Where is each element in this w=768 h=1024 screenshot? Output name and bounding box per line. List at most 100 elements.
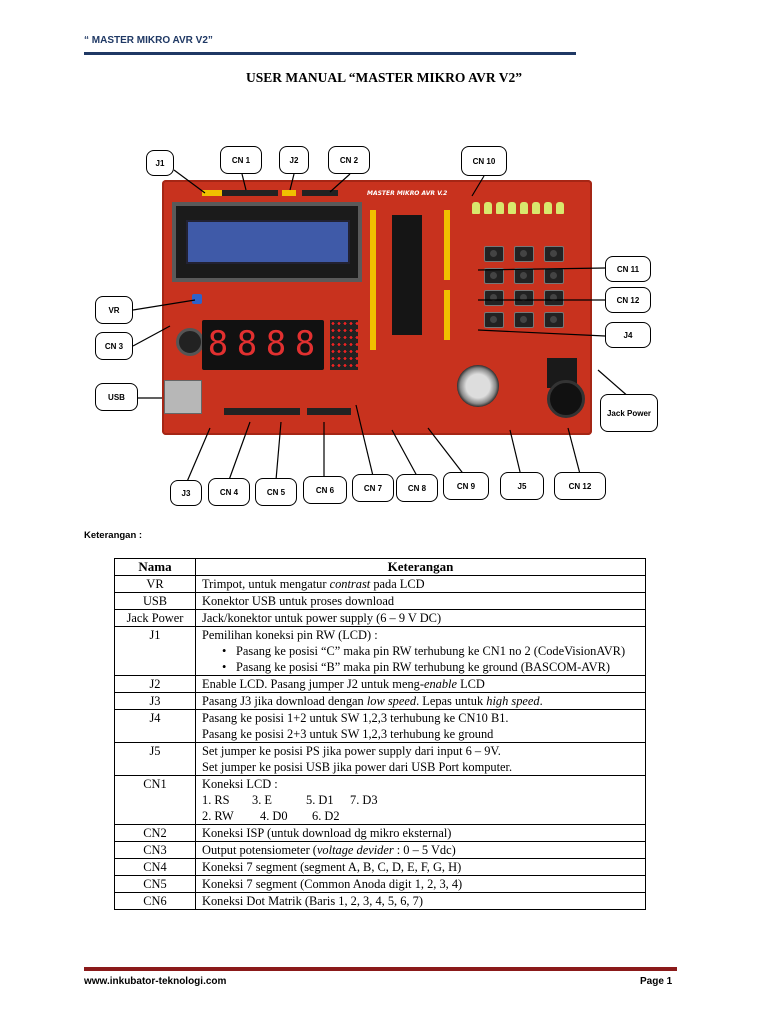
- row-name: J2: [114, 675, 196, 693]
- desc-text: : 0 – 5 Vdc): [393, 843, 456, 857]
- row-desc: Konektor USB untuk proses download: [195, 592, 646, 610]
- j2-header: [282, 190, 296, 196]
- footer-url: www.inkubator-teknologi.com: [84, 976, 227, 987]
- row-name: CN1: [114, 775, 196, 825]
- desc-emphasis: voltage devider: [316, 843, 394, 857]
- row-name: CN4: [114, 858, 196, 876]
- row-desc: Set jumper ke posisi PS jika power suppl…: [195, 742, 646, 776]
- j1-header: [202, 190, 226, 196]
- led: [484, 202, 492, 214]
- row-name: CN6: [114, 892, 196, 910]
- dot-matrix-display: [330, 320, 358, 370]
- callout-cn12-bottom: CN 12: [554, 472, 606, 500]
- row-desc: Koneksi 7 segment (Common Anoda digit 1,…: [195, 875, 646, 893]
- callout-cn9: CN 9: [443, 472, 489, 500]
- port-a-header: [444, 210, 450, 280]
- segment-digit: 8: [236, 324, 258, 364]
- desc-emphasis: low speed: [366, 694, 417, 708]
- page-number: Page 1: [640, 976, 673, 987]
- callout-cn8: CN 8: [396, 474, 438, 502]
- table-row: CN4 Koneksi 7 segment (segment A, B, C, …: [114, 858, 646, 876]
- cn5-header: [274, 408, 300, 415]
- bullet-list: Pasang ke posisi “C” maka pin RW terhubu…: [202, 643, 639, 675]
- callout-j5: J5: [500, 472, 544, 500]
- row-desc: Pasang ke posisi 1+2 untuk SW 1,2,3 terh…: [195, 709, 646, 743]
- table-row: CN3 Output potensiometer (voltage devide…: [114, 841, 646, 859]
- desc-line: Pasang ke posisi 1+2 untuk SW 1,2,3 terh…: [202, 711, 509, 725]
- page-title: USER MANUAL “MASTER MIKRO AVR V2”: [246, 70, 522, 85]
- segment-digit: 8: [207, 324, 229, 364]
- usb-connector: [164, 380, 202, 414]
- row-desc: Trimpot, untuk mengatur contrast pada LC…: [195, 575, 646, 593]
- callout-cn10: CN 10: [461, 146, 507, 176]
- row-name: J4: [114, 709, 196, 743]
- cn4-header: [224, 408, 282, 415]
- pin-item: 6. D2: [312, 809, 340, 823]
- cn2-header: [302, 190, 338, 196]
- row-name: J5: [114, 742, 196, 776]
- port-d-header: [370, 290, 376, 350]
- callout-cn2: CN 2: [328, 146, 370, 174]
- table-row: CN6 Koneksi Dot Matrik (Baris 1, 2, 3, 4…: [114, 892, 646, 910]
- table-row: VR Trimpot, untuk mengatur contrast pada…: [114, 575, 646, 593]
- callout-cn6: CN 6: [303, 476, 347, 504]
- led: [532, 202, 540, 214]
- row-desc: Output potensiometer (voltage devider : …: [195, 841, 646, 859]
- table-row: J3 Pasang J3 jika download dengan low sp…: [114, 692, 646, 710]
- push-button: [484, 268, 504, 284]
- table-row: USB Konektor USB untuk proses download: [114, 592, 646, 610]
- push-button: [514, 246, 534, 262]
- desc-text: pada LCD: [370, 577, 425, 591]
- table-row: J5 Set jumper ke posisi PS jika power su…: [114, 742, 646, 776]
- desc-emphasis: contrast: [329, 577, 371, 591]
- header-rule: [84, 52, 576, 55]
- desc-line: Set jumper ke posisi PS jika power suppl…: [202, 744, 501, 758]
- cn6-header: [307, 408, 351, 415]
- desc-text: Trimpot, untuk mengatur: [202, 577, 330, 591]
- row-desc: Pemilihan koneksi pin RW (LCD) : Pasang …: [195, 626, 646, 676]
- potentiometer-knob: [176, 328, 204, 356]
- row-name: CN3: [114, 841, 196, 859]
- led: [508, 202, 516, 214]
- seven-segment-display: 8 8 8 8: [202, 320, 324, 370]
- push-button: [544, 290, 564, 306]
- push-button: [514, 268, 534, 284]
- led: [496, 202, 504, 214]
- callout-j3: J3: [170, 480, 202, 506]
- table-row: CN2 Koneksi ISP (untuk download dg mikro…: [114, 824, 646, 842]
- lcd-module: [172, 202, 362, 282]
- row-name: USB: [114, 592, 196, 610]
- push-button: [484, 312, 504, 328]
- desc-text: Output potensiometer (: [202, 843, 317, 857]
- row-name: CN5: [114, 875, 196, 893]
- buzzer: [547, 380, 585, 418]
- pin-item: 3. E: [252, 793, 272, 807]
- running-header: “ MASTER MIKRO AVR V2”: [84, 35, 213, 46]
- push-button: [544, 246, 564, 262]
- segment-digit: 8: [265, 324, 287, 364]
- led: [544, 202, 552, 214]
- keterangan-label: Keterangan :: [84, 530, 143, 541]
- desc-emphasis: high speed: [486, 694, 540, 708]
- lcd-screen: [186, 220, 350, 264]
- callout-cn12-right: CN 12: [605, 287, 651, 313]
- callout-usb: USB: [95, 383, 138, 411]
- desc-text: Pemilihan koneksi pin RW (LCD) :: [202, 628, 378, 642]
- desc-emphasis: enable: [423, 677, 457, 691]
- row-desc: Jack/konektor untuk power supply (6 – 9 …: [195, 609, 646, 627]
- row-name: J3: [114, 692, 196, 710]
- pin-item: 1. RS: [202, 793, 230, 807]
- row-desc: Koneksi Dot Matrik (Baris 1, 2, 3, 4, 5,…: [195, 892, 646, 910]
- callout-j1: J1: [146, 150, 174, 176]
- table-row: J4 Pasang ke posisi 1+2 untuk SW 1,2,3 t…: [114, 709, 646, 743]
- segment-digit: 8: [294, 324, 316, 364]
- footer-rule: [84, 967, 677, 971]
- callout-cn5: CN 5: [255, 478, 297, 506]
- push-button: [544, 268, 564, 284]
- desc-text: Koneksi LCD :: [202, 777, 278, 791]
- callout-cn4: CN 4: [208, 478, 250, 506]
- table-row: CN5 Koneksi 7 segment (Common Anoda digi…: [114, 875, 646, 893]
